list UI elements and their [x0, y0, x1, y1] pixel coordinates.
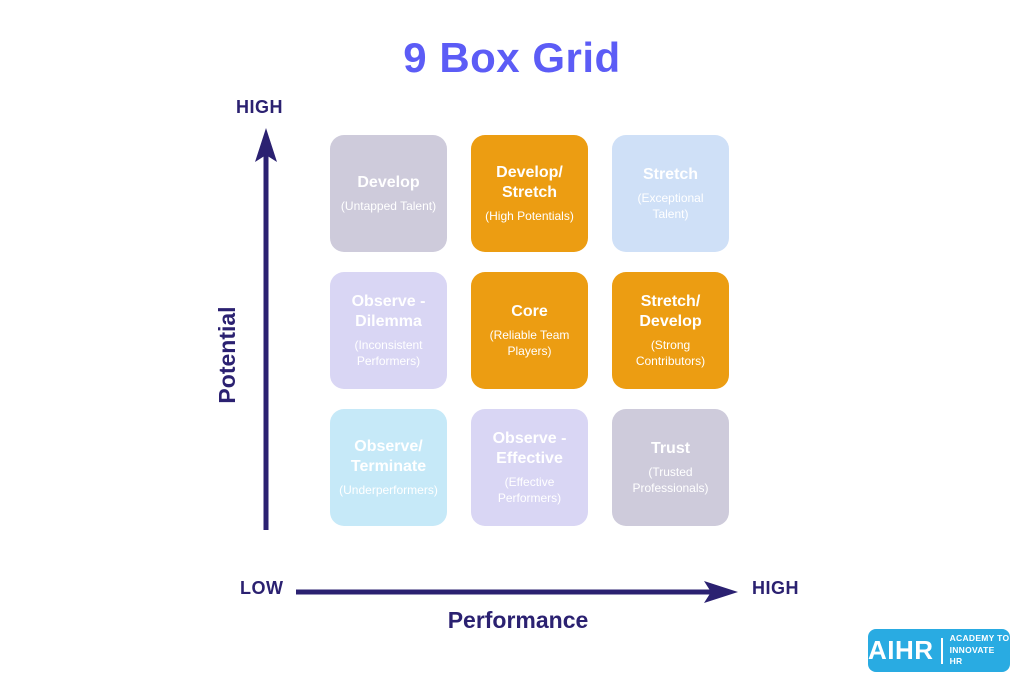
cell-title: Observe/ Terminate: [350, 437, 427, 475]
grid-cell-develop: Develop (Untapped Talent): [330, 135, 447, 252]
grid-cell-stretch: Stretch (Exceptional Talent): [612, 135, 729, 252]
cell-subtitle: (Trusted Professionals): [632, 464, 709, 495]
cell-title: Trust: [650, 439, 691, 457]
cell-subtitle: (Exceptional Talent): [637, 190, 704, 221]
cell-title: Develop: [357, 173, 420, 191]
y-axis-high-label: HIGH: [236, 97, 283, 117]
y-axis-title: Potential: [214, 306, 240, 404]
x-axis-title: Performance: [447, 607, 589, 633]
aihr-logo-text: AIHR: [868, 635, 934, 665]
cell-subtitle: (Inconsistent Performers): [354, 337, 423, 368]
x-axis-high-label: HIGH: [752, 578, 799, 598]
cell-subtitle: (Strong Contributors): [635, 337, 706, 368]
page-title: 9 Box Grid: [403, 34, 621, 81]
cell-title: Stretch: [642, 165, 699, 183]
cell-title: Observe - Dilemma: [351, 292, 426, 330]
cell-subtitle: (Untapped Talent): [340, 198, 437, 213]
grid-cell-develop-stretch: Develop/ Stretch (High Potentials): [471, 135, 588, 252]
grid-cell-observe-effective: Observe - Effective (Effective Performer…: [471, 409, 588, 526]
logo-divider: [940, 637, 943, 664]
aihr-logo-tagline: ACADEMY TO INNOVATE HR: [949, 633, 1010, 667]
y-axis-arrow-icon: [255, 128, 277, 530]
grid-cell-trust: Trust (Trusted Professionals): [612, 409, 729, 526]
grid-cell-observe-dilemma: Observe - Dilemma (Inconsistent Performe…: [330, 272, 447, 389]
cell-subtitle: (Underperformers): [339, 482, 438, 497]
cell-title: Develop/ Stretch: [496, 163, 563, 201]
cell-subtitle: (High Potentials): [485, 208, 574, 223]
cell-title: Stretch/ Develop: [639, 292, 702, 330]
grid-cell-observe-terminate: Observe/ Terminate (Underperformers): [330, 409, 447, 526]
aihr-logo: AIHR ACADEMY TO INNOVATE HR: [868, 629, 1010, 672]
x-axis-arrow-icon: [296, 581, 738, 603]
cell-subtitle: (Reliable Team Players): [489, 327, 570, 358]
x-axis-low-label: LOW: [240, 578, 284, 598]
cell-title: Observe - Effective: [492, 429, 567, 467]
nine-box-grid: Develop (Untapped Talent) Develop/ Stret…: [330, 135, 729, 526]
grid-cell-core: Core (Reliable Team Players): [471, 272, 588, 389]
cell-subtitle: (Effective Performers): [497, 474, 562, 505]
grid-cell-stretch-develop: Stretch/ Develop (Strong Contributors): [612, 272, 729, 389]
cell-title: Core: [511, 302, 548, 320]
